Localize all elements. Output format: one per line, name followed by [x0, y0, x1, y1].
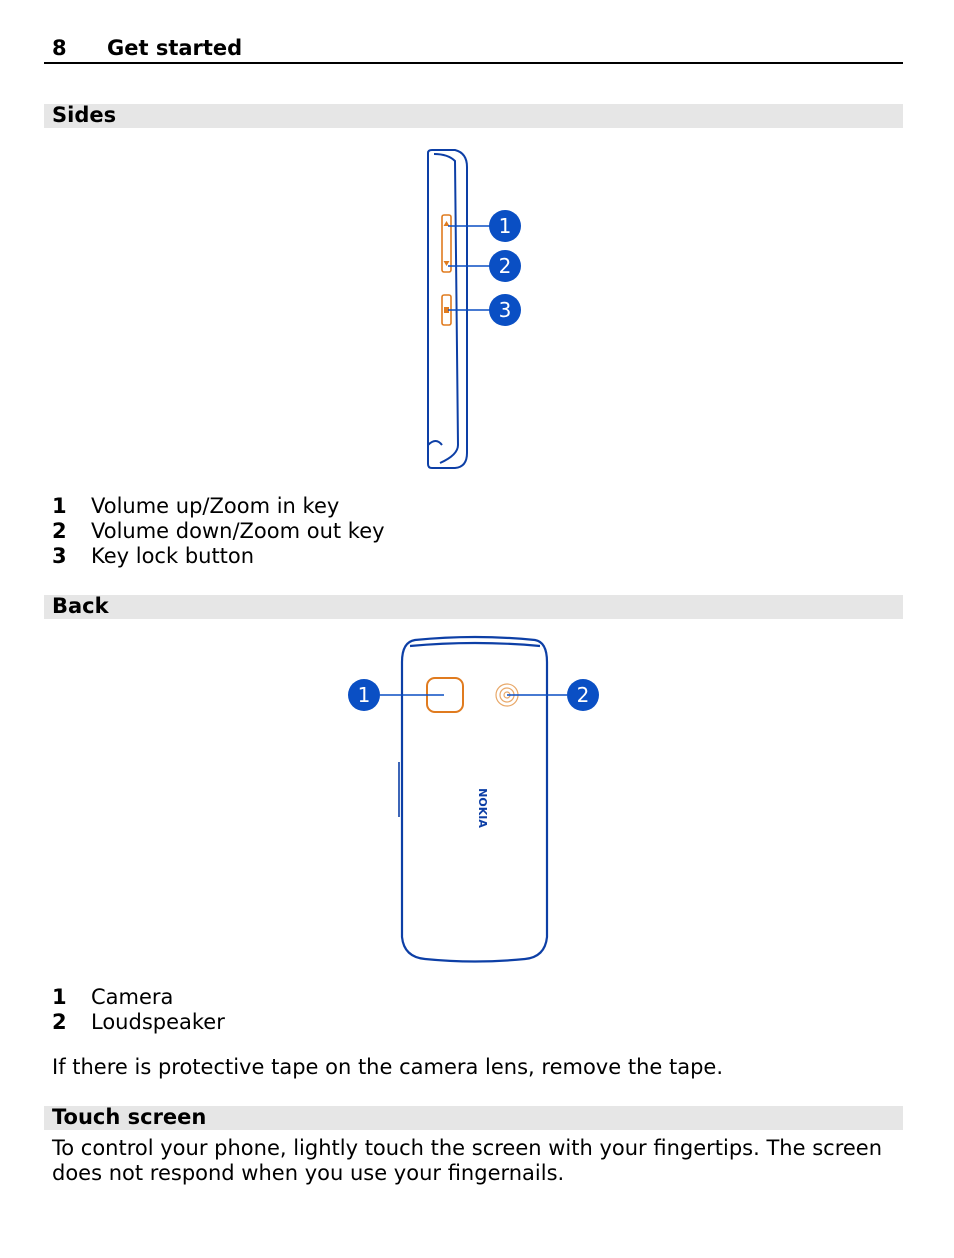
- section-sides-heading: Sides: [44, 103, 903, 128]
- section-title: Back: [52, 594, 109, 618]
- camera-tape-note: If there is protective tape on the camer…: [52, 1055, 723, 1079]
- back-callout-2: 2: [567, 679, 599, 711]
- section-title: Sides: [52, 103, 117, 127]
- chapter-title: Get started: [107, 36, 243, 60]
- svg-text:2: 2: [499, 254, 512, 278]
- sides-callout-2: 2: [489, 250, 521, 282]
- phone-side-illustration: 1 2 3: [427, 149, 521, 469]
- nokia-logo: NOKIA: [476, 788, 489, 828]
- back-callout-1: 1: [348, 679, 380, 711]
- page-number: 8: [52, 36, 67, 60]
- section-title: Touch screen: [52, 1105, 207, 1129]
- svg-text:2: 2: [577, 683, 590, 707]
- sides-callout-1: 1: [489, 210, 521, 242]
- section-back-heading: Back: [44, 594, 903, 619]
- touch-screen-body: To control your phone, lightly touch the…: [52, 1136, 883, 1185]
- sides-callout-3: 3: [489, 294, 521, 326]
- svg-text:3: 3: [499, 298, 512, 322]
- svg-text:1: 1: [499, 214, 512, 238]
- page-header: 8 Get started: [44, 34, 903, 64]
- phone-back-illustration: NOKIA 1 2: [348, 635, 599, 963]
- svg-text:1: 1: [358, 683, 371, 707]
- section-touch-screen-heading: Touch screen: [44, 1105, 903, 1130]
